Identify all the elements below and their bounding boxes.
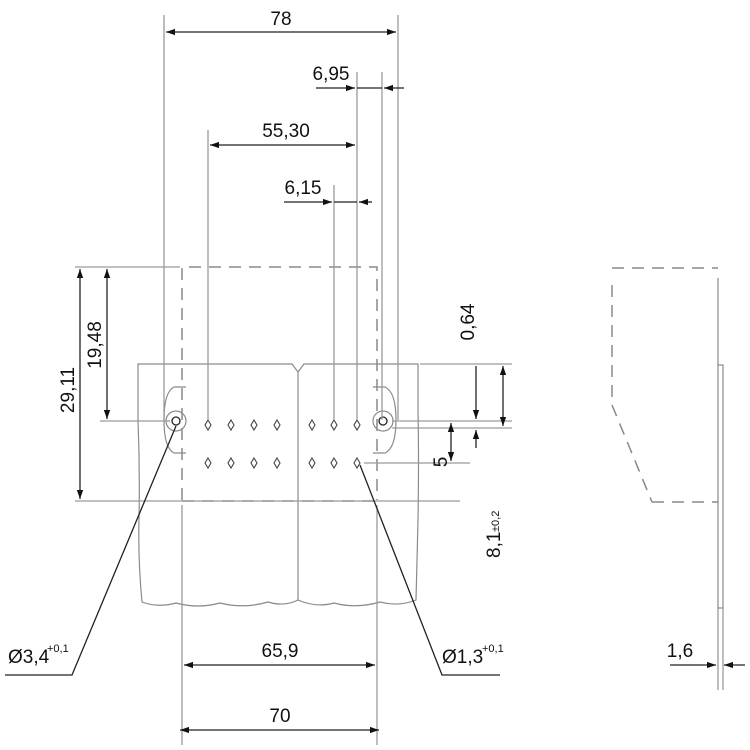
dimension-lines (76, 28, 745, 734)
side-view-plate (717, 364, 724, 609)
side-view (611, 267, 724, 690)
leader-mounting-hole (5, 425, 177, 676)
pin-hole (273, 418, 281, 432)
pin-hole (330, 456, 338, 470)
leader-lines (5, 425, 500, 676)
pin-row-bottom (204, 456, 361, 470)
dim-plate-thickness: 1,6 (667, 641, 693, 662)
pin-grid (204, 418, 361, 470)
dim-mounting-hole-diameter: Ø3,4 (8, 647, 50, 668)
mounting-hole-left-inner (171, 416, 181, 426)
mounting-hole-right (372, 410, 394, 432)
mounting-flange-right (373, 386, 397, 454)
pin-hole (204, 418, 212, 432)
dim-overall-width: 78 (270, 9, 291, 30)
dim-inner-width: 65,9 (262, 641, 299, 662)
dim-height-upper: 19,48 (85, 321, 106, 369)
dim-offset-small: 0,64 (458, 303, 479, 340)
dim-outer-width: 70 (269, 706, 290, 727)
pin-hole (227, 456, 235, 470)
extension-lines (75, 15, 512, 745)
pin-hole (308, 456, 316, 470)
dim-pin-to-pin: 6,15 (285, 178, 322, 199)
pin-hole (273, 456, 281, 470)
pin-row-top (204, 418, 361, 432)
dim-mounting-hole-tolerance: +0,1 (47, 643, 69, 655)
dimension-labels: 78 6,95 55,30 6,15 29,11 19,48 0,64 5 8,… (8, 9, 693, 727)
side-view-chamfer-hidden (611, 404, 653, 503)
mounting-hole-right-inner (378, 416, 388, 426)
pin-hole (330, 418, 338, 432)
pin-hole (250, 456, 258, 470)
dim-hole-to-pin: 55,30 (262, 121, 310, 142)
dim-row-spacing: 5 (431, 457, 452, 468)
pin-hole (204, 456, 212, 470)
pin-hole (308, 418, 316, 432)
leader-pin-hole (359, 464, 500, 676)
pin-hole (227, 418, 235, 432)
body-left-half (137, 363, 299, 607)
dim-pin-hole-tolerance: +0,1 (482, 643, 504, 655)
dim-height-total: 29,11 (58, 367, 79, 413)
dim-row-to-edge: 8,1 (484, 532, 505, 558)
pin-hole (250, 418, 258, 432)
pin-hole (353, 456, 361, 470)
dim-pin-hole-diameter: Ø1,3 (442, 647, 483, 668)
hidden-housing-outline (181, 266, 378, 500)
dim-hole-offset: 6,95 (313, 64, 350, 85)
pin-hole (353, 418, 361, 432)
dim-row-to-edge-tolerance: ±0,2 (490, 511, 502, 532)
